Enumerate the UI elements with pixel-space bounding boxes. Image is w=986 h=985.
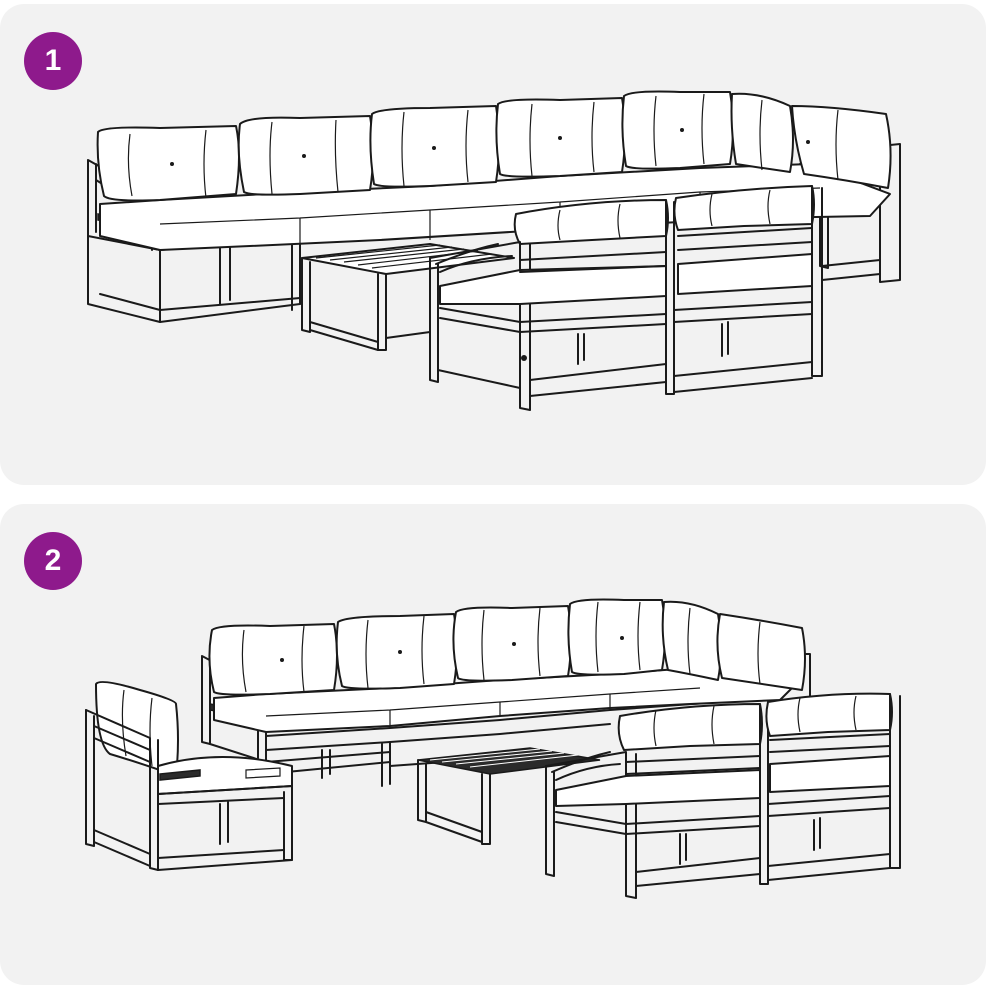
front-armchair-right-2 [766,694,900,880]
back-cushions [98,92,891,201]
step-2-illustration [0,504,986,985]
corner-module [86,682,292,870]
front-armchair-left [430,200,674,410]
back-cushions-2 [209,600,805,695]
step-1-badge: 1 [24,32,82,90]
step-2-panel: 2 [0,504,986,985]
coffee-table-2 [418,748,600,844]
back-seat-cushions [100,164,890,250]
step-2-badge: 2 [24,532,82,590]
front-armchair-right [674,186,822,392]
step-1-panel: 1 [0,4,986,485]
step-1-illustration [0,4,986,485]
front-armchair-left-2 [546,704,768,898]
